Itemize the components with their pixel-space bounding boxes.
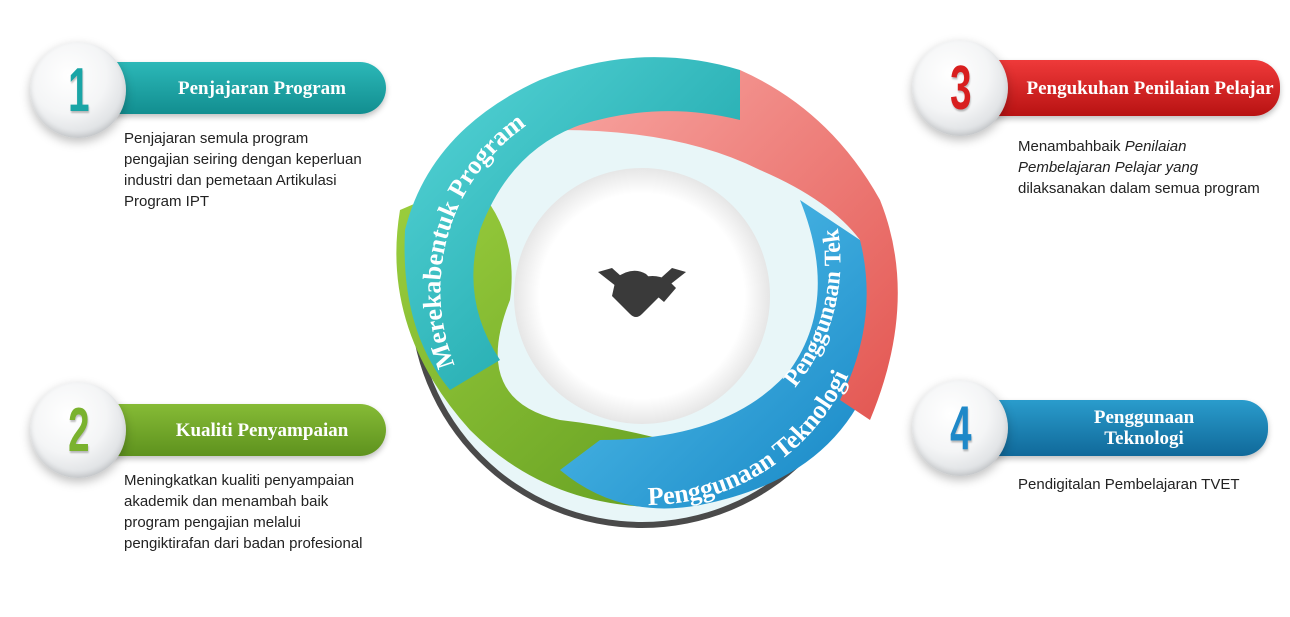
step-3-description: Menambahbaik Penilaian Pembelajaran Pela… bbox=[1018, 138, 1260, 197]
step-3-number-badge: 3 bbox=[912, 40, 1008, 136]
ring-label-bottom: Penggunaan Teknologi bbox=[647, 366, 854, 512]
step-3-title: Pengukuhan Penilaian Pelajar bbox=[990, 60, 1280, 116]
ring-shadow bbox=[410, 64, 874, 528]
step-2-number: 2 bbox=[67, 395, 89, 465]
handshake-icon bbox=[598, 268, 686, 317]
ring-label-top: Merekabentuk Program bbox=[417, 107, 530, 373]
step-1-description: Penjajaran semula program pengajian seir… bbox=[124, 130, 362, 210]
segment-red bbox=[560, 70, 898, 420]
step-2-number-badge: 2 bbox=[30, 382, 126, 478]
segment-teal bbox=[404, 57, 740, 391]
step-2-title: Kualiti Penyampaian bbox=[108, 404, 386, 456]
step-4-number: 4 bbox=[949, 393, 971, 463]
step-1-number: 1 bbox=[67, 55, 89, 125]
step-3-number: 3 bbox=[949, 53, 971, 123]
step-4-number-badge: 4 bbox=[912, 380, 1008, 476]
step-1-title: Penjajaran Program bbox=[108, 62, 386, 114]
segment-green bbox=[396, 180, 760, 508]
step-1-number-badge: 1 bbox=[30, 42, 126, 138]
step-4-description: Pendigitalan Pembelajaran TVET bbox=[1018, 476, 1240, 493]
segment-blue bbox=[560, 200, 883, 509]
ring-center bbox=[514, 168, 770, 424]
ring-base bbox=[416, 70, 868, 522]
step-2-description: Meningkatkan kualiti penyampaian akademi… bbox=[124, 472, 363, 552]
step-4-title: Penggunaan Teknologi bbox=[990, 400, 1268, 456]
